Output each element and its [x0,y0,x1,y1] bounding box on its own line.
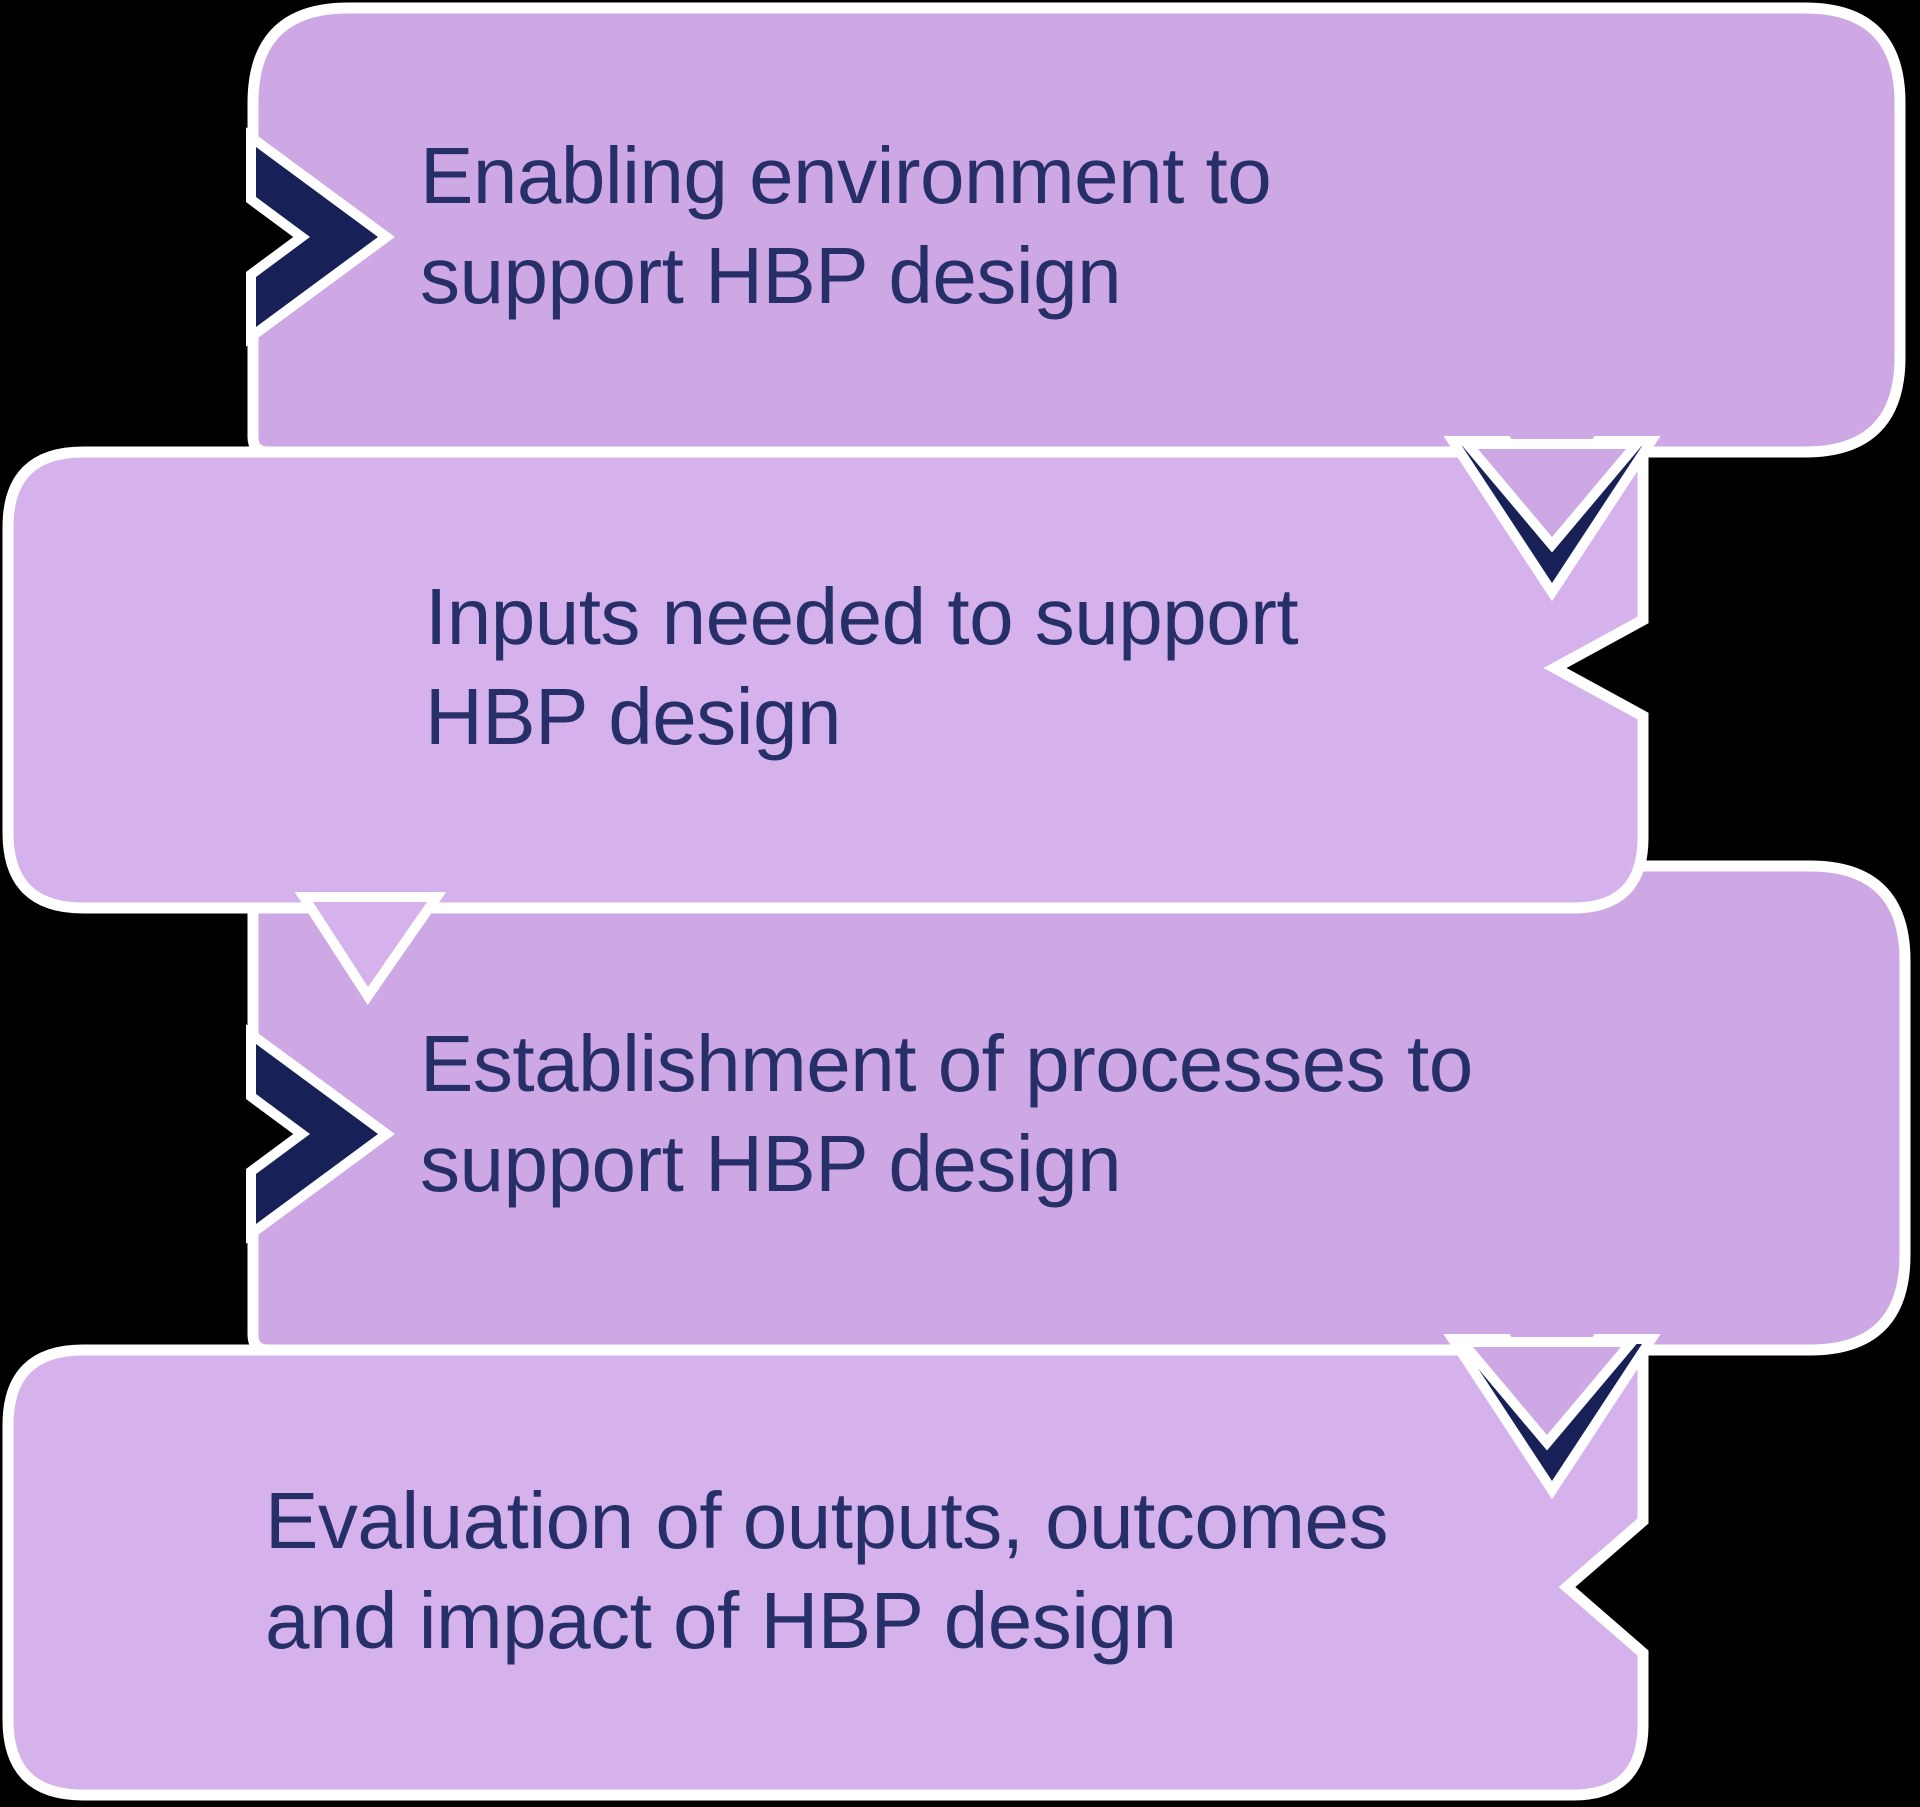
step-2-label: Inputs needed to support HBP design [425,567,1299,767]
step-4-label: Evaluation of outputs, outcomes and impa… [265,1471,1388,1671]
step-4-label-line-2: and impact of HBP design [265,1576,1177,1665]
step-2-label-line-2: HBP design [425,672,842,761]
step-4-box [2,1344,1649,1801]
step-3-label: Establishment of processes to support HB… [420,1014,1473,1214]
connector-tail-step-2-3 [294,892,447,1005]
chevron-right-icon-step-3 [246,1024,395,1244]
step-2-label-line-1: Inputs needed to support [425,572,1299,661]
step-2-box [2,446,1649,914]
step-1-label: Enabling environment to support HBP desi… [420,126,1272,326]
connector-tail-step-1-2 [1456,439,1648,553]
step-1-label-line-2: support HBP design [420,231,1122,320]
step-3-label-line-2: support HBP design [420,1119,1122,1208]
step-3-box [247,860,1911,1356]
step-1-label-line-1: Enabling environment to [420,131,1272,220]
step-1-box [247,2,1906,458]
chevron-right-icon-step-1 [246,127,395,347]
step-4-label-line-1: Evaluation of outputs, outcomes [265,1476,1388,1565]
connector-tail-step-3-4 [1451,1337,1643,1451]
step-3-label-line-1: Establishment of processes to [420,1019,1473,1108]
